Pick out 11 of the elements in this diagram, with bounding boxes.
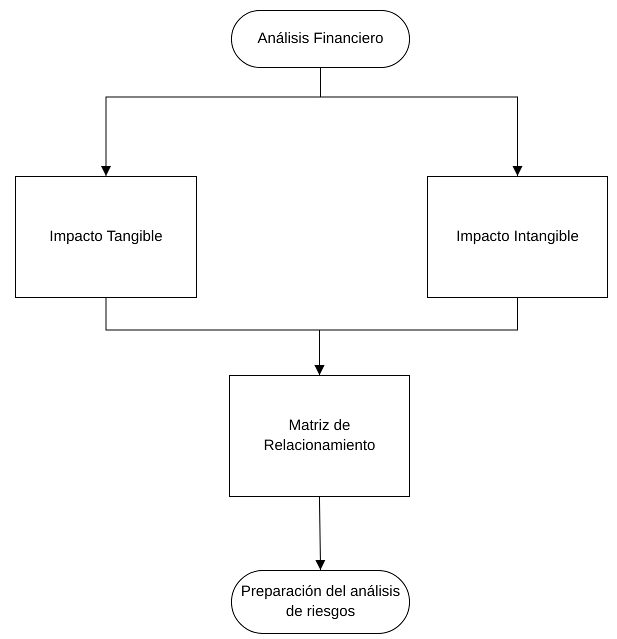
node-label: Impacto Tangible bbox=[48, 226, 164, 247]
process-box bbox=[427, 176, 608, 298]
arrow bbox=[314, 298, 518, 376]
arrow bbox=[320, 68, 522, 176]
node-label: Análisis Financiero bbox=[256, 28, 384, 49]
arrow bbox=[315, 496, 326, 570]
node-label: Impacto Intangible bbox=[455, 226, 580, 247]
process-box bbox=[15, 176, 197, 298]
node-label: Matriz de Relacionamiento bbox=[262, 416, 376, 456]
process-box bbox=[229, 375, 410, 497]
node-label: Preparación del análisis de riesgos bbox=[240, 582, 402, 622]
